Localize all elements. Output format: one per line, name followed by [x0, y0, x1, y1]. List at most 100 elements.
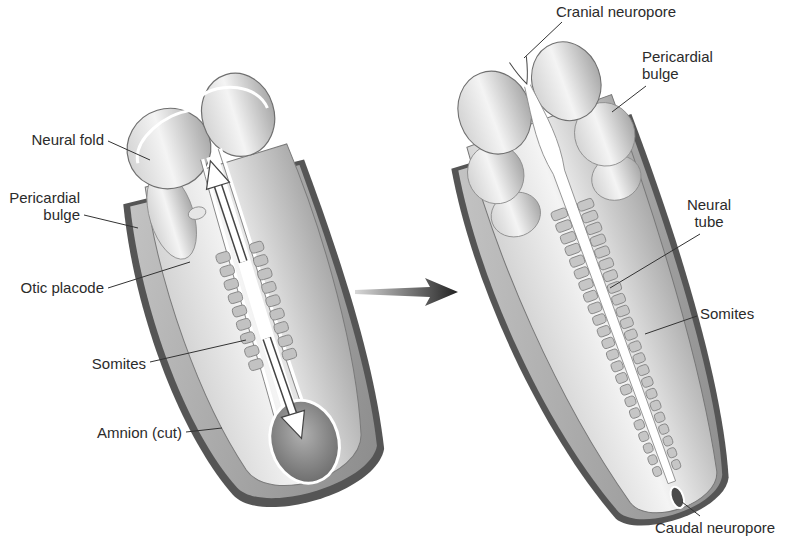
- somite: [601, 336, 616, 349]
- leader-line: [84, 215, 138, 228]
- leader-line: [682, 502, 700, 516]
- part-label: Amnion (cut): [86, 424, 182, 441]
- leader-line: [524, 22, 562, 58]
- leader-line: [610, 234, 700, 288]
- arrow-shaft: [267, 337, 294, 416]
- somite: [261, 281, 277, 295]
- somite: [244, 344, 260, 358]
- somite: [615, 304, 630, 317]
- somite: [281, 347, 297, 361]
- somite: [652, 466, 663, 478]
- arrow-shaft: [217, 183, 243, 262]
- somite: [654, 411, 666, 423]
- somite: [265, 294, 281, 308]
- somite: [624, 328, 639, 341]
- leader-lines: [84, 22, 700, 516]
- part-label: Pericardial bulge: [642, 48, 722, 83]
- caudal-neuropore: [668, 485, 687, 510]
- somite: [219, 264, 235, 278]
- somite: [573, 266, 590, 280]
- somite: [223, 277, 239, 291]
- somite: [645, 387, 658, 399]
- part-label: Somites: [700, 305, 760, 322]
- fold-rim: [124, 76, 272, 163]
- somite: [273, 321, 289, 335]
- embryo-body: [137, 142, 389, 505]
- somite: [606, 281, 622, 295]
- leader-line: [150, 340, 246, 362]
- somite: [277, 334, 293, 348]
- leader-line: [108, 262, 190, 288]
- somite: [578, 278, 594, 292]
- somite: [215, 251, 231, 265]
- somite: [610, 360, 624, 373]
- caudal-open-folds: [260, 392, 350, 492]
- somite: [594, 245, 611, 259]
- somite: [611, 293, 627, 306]
- somite: [642, 442, 654, 454]
- progression-arrow: [355, 278, 458, 306]
- somite: [596, 325, 611, 338]
- somite: [592, 313, 607, 326]
- somite: [615, 372, 629, 385]
- closure-arrows: [199, 156, 312, 444]
- arrow-shaft: [267, 337, 294, 416]
- somite: [257, 267, 273, 281]
- part-label: Cranial neuropore: [556, 3, 696, 20]
- somite: [629, 407, 642, 419]
- part-label: Neural tube: [678, 196, 740, 231]
- somite: [658, 423, 670, 435]
- somites: [550, 198, 689, 480]
- leader-line: [186, 428, 222, 432]
- somite: [671, 459, 682, 471]
- somite: [559, 231, 577, 245]
- neural-fold-shadow: [194, 148, 303, 420]
- somite: [649, 399, 662, 411]
- somite: [632, 352, 646, 365]
- part-label: Somites: [86, 355, 146, 372]
- cranial-neuropore-gap: [509, 56, 535, 87]
- somite: [619, 383, 632, 396]
- somite: [253, 254, 269, 268]
- somite: [555, 219, 573, 233]
- otic-placode: [187, 205, 208, 222]
- somite: [582, 289, 598, 303]
- somite: [585, 221, 603, 235]
- somite: [619, 316, 634, 329]
- part-label: Caudal neuropore: [655, 519, 795, 536]
- somite: [248, 240, 264, 254]
- somite: [577, 198, 595, 212]
- part-label: Neural fold: [14, 131, 104, 148]
- somite: [662, 435, 674, 447]
- somite: [636, 364, 650, 377]
- somite: [641, 376, 654, 389]
- somite: [628, 340, 642, 353]
- somite: [581, 209, 599, 223]
- somite: [235, 318, 251, 332]
- somite: [633, 419, 645, 431]
- arrow-head: [199, 157, 230, 189]
- somite: [587, 301, 603, 314]
- part-label: Pericardial bulge: [0, 189, 80, 224]
- leader-line: [108, 141, 150, 160]
- somite: [598, 257, 615, 271]
- leader-line: [612, 86, 646, 112]
- somite: [666, 447, 677, 459]
- cranial-neuropore: [506, 53, 539, 91]
- neural-fold-ridge: [196, 147, 305, 419]
- part-label: Otic placode: [12, 279, 104, 296]
- arrow-shaft: [217, 183, 243, 262]
- somite: [647, 454, 658, 466]
- closed-neural-tube-embryo: [415, 26, 768, 542]
- somite: [564, 242, 581, 256]
- neural-tube: [519, 83, 680, 486]
- somite: [227, 291, 243, 305]
- somite: [550, 207, 568, 221]
- somite: [231, 304, 247, 318]
- somite: [589, 233, 606, 247]
- leader-line: [645, 316, 697, 334]
- somite: [269, 307, 285, 321]
